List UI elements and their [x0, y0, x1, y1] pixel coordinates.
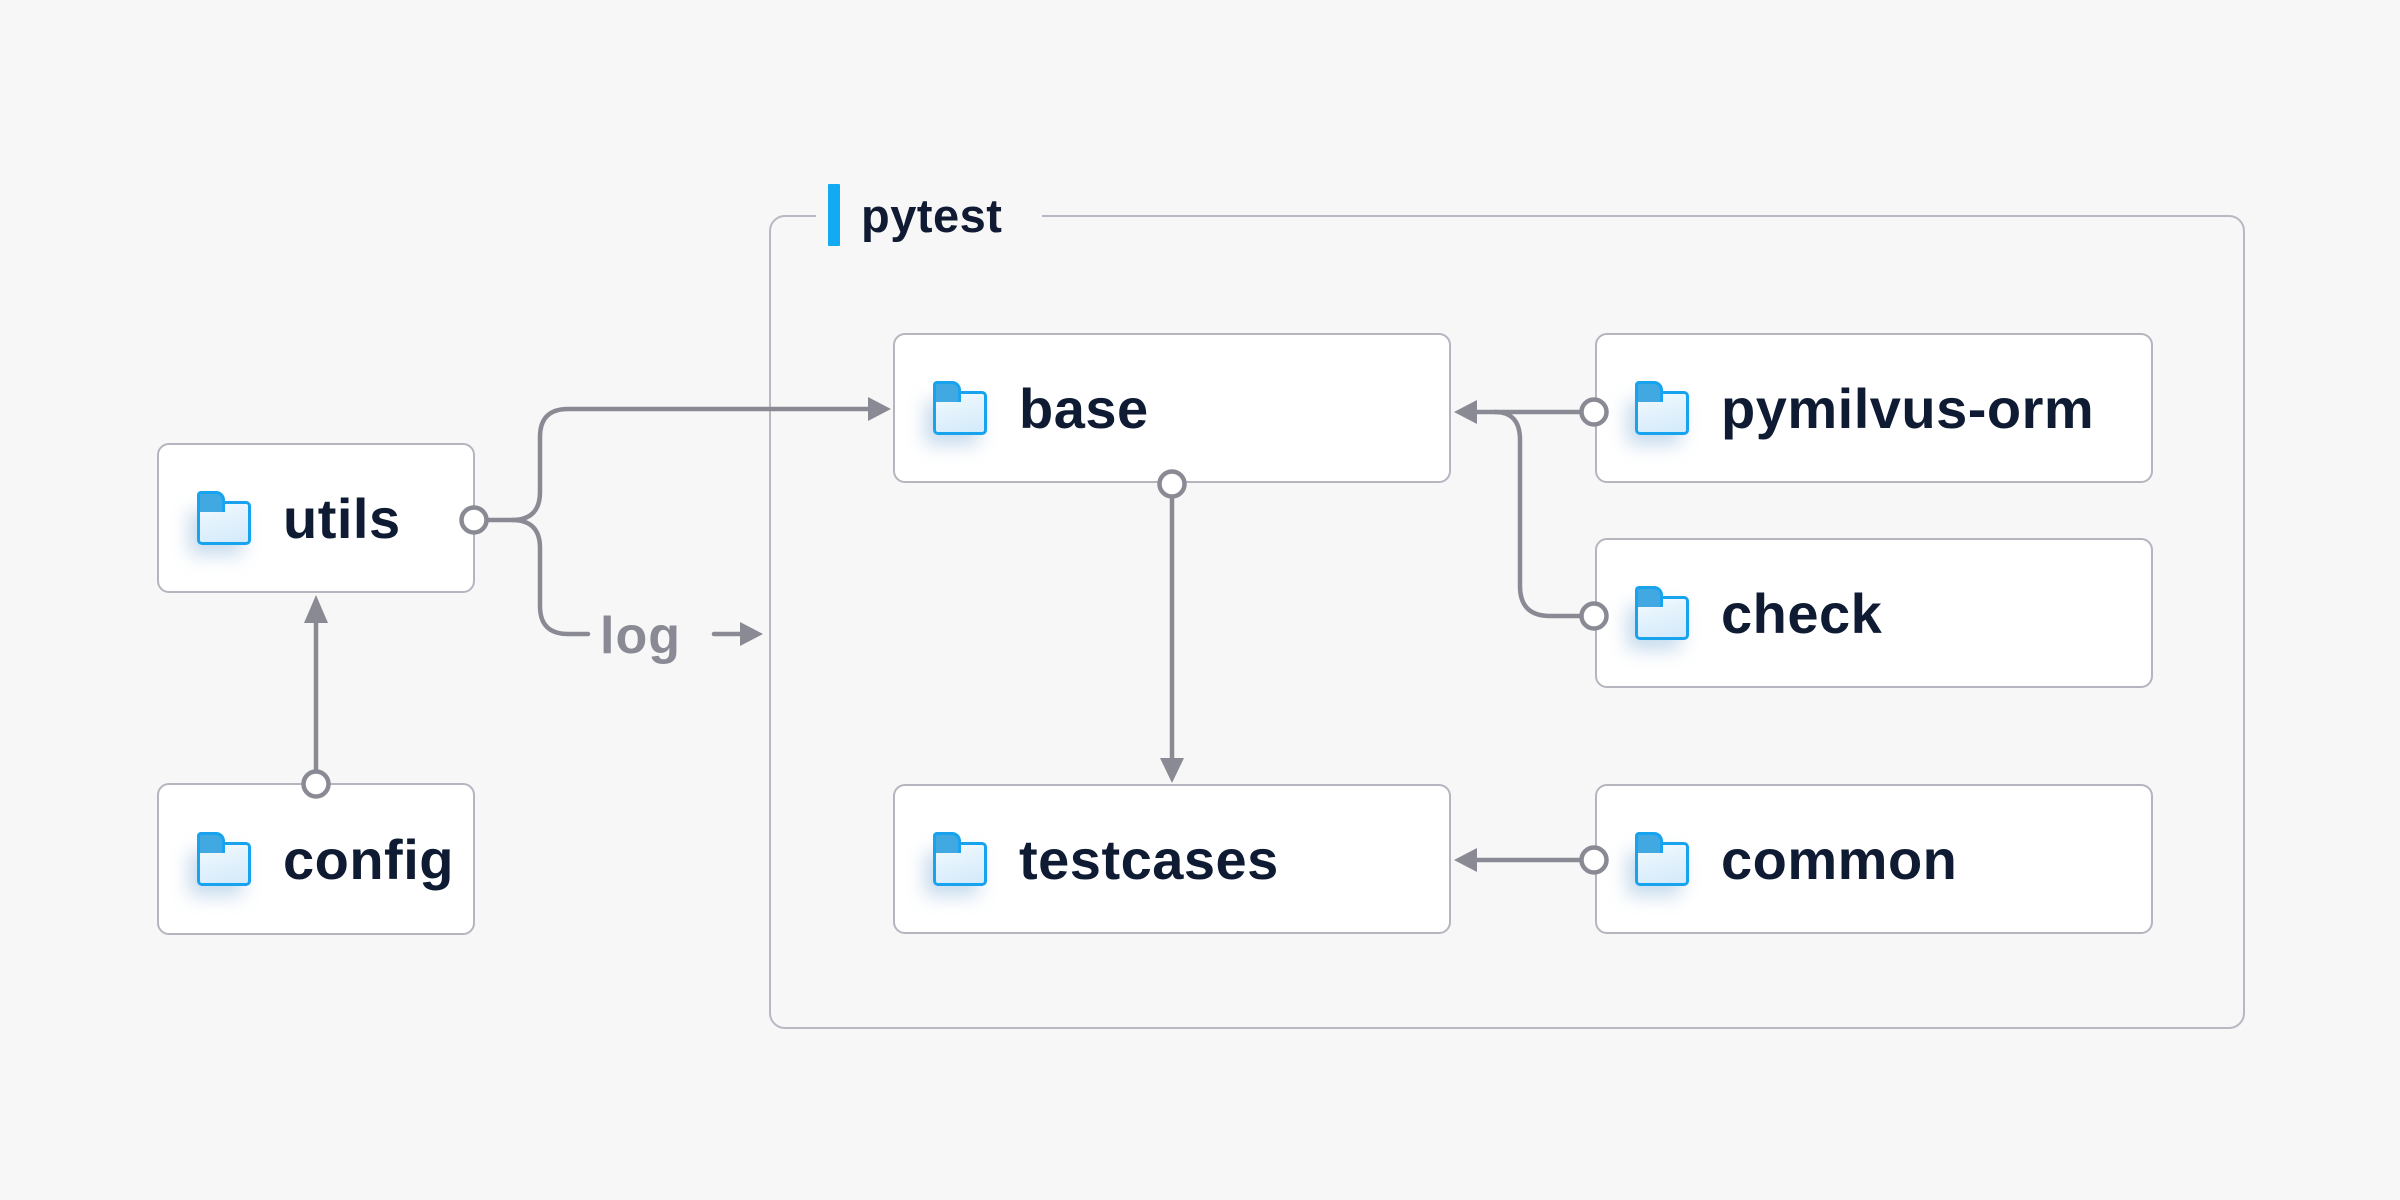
- node-label: base: [1019, 376, 1149, 440]
- node-check: check: [1595, 538, 2153, 688]
- folder-icon: [197, 491, 251, 545]
- node-label: utils: [283, 486, 401, 550]
- pytest-group-label-text: pytest: [861, 188, 1003, 242]
- node-label: testcases: [1019, 827, 1279, 891]
- node-label: config: [283, 827, 454, 891]
- node-label: pymilvus-orm: [1721, 376, 2095, 440]
- folder-icon: [933, 832, 987, 886]
- node-base: base: [893, 333, 1451, 483]
- pytest-group-label: pytest: [816, 183, 1043, 247]
- node-config: config: [157, 783, 475, 935]
- node-label: check: [1721, 581, 1883, 645]
- node-utils: utils: [157, 443, 475, 593]
- node-pymilvus-orm: pymilvus-orm: [1595, 333, 2153, 483]
- folder-icon: [197, 832, 251, 886]
- folder-icon: [933, 381, 987, 435]
- folder-icon: [1635, 586, 1689, 640]
- node-testcases: testcases: [893, 784, 1451, 934]
- edge-label-log: log: [600, 607, 681, 665]
- edge-log-arrowhead: [740, 622, 763, 646]
- node-common: common: [1595, 784, 2153, 934]
- edge-utils-log-line: [509, 517, 591, 637]
- folder-icon: [1635, 381, 1689, 435]
- node-label: common: [1721, 827, 1958, 891]
- folder-icon: [1635, 832, 1689, 886]
- pytest-group-box: [769, 215, 2245, 1029]
- edge-config-utils-arrowhead: [304, 595, 328, 623]
- accent-bar: [828, 184, 840, 246]
